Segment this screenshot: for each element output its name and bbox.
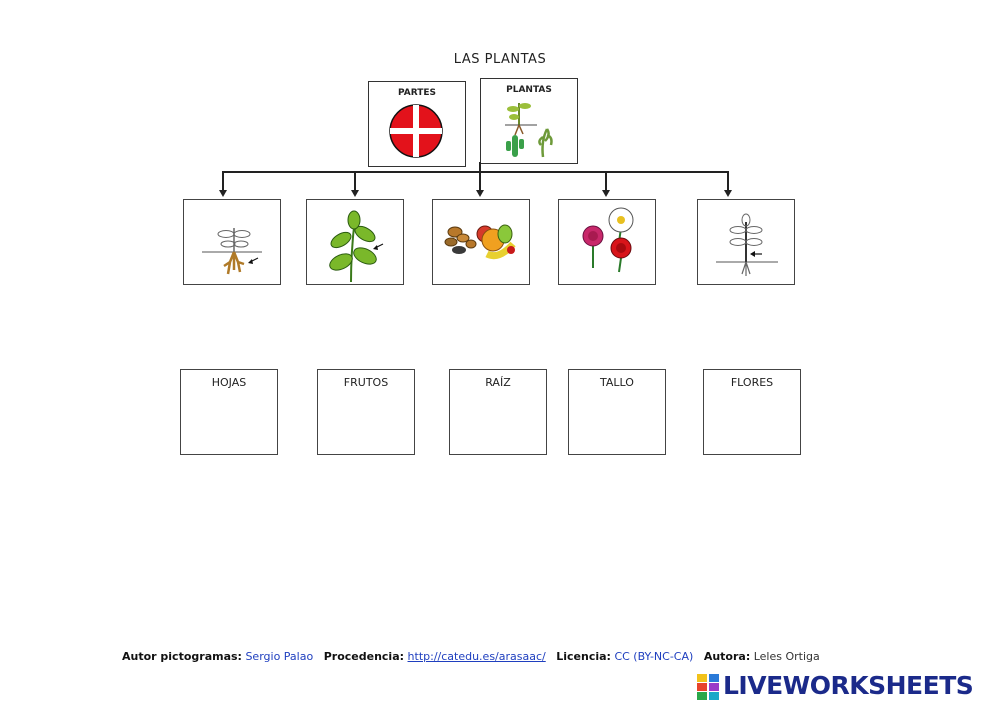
author-value: Sergio Palao (245, 650, 314, 663)
flowers-icon (582, 207, 634, 273)
arrow-head (602, 190, 610, 197)
credits-footer: Autor pictogramas: Sergio Palao Proceden… (122, 650, 820, 663)
flowers-pictogram[interactable] (558, 199, 656, 285)
answer-label: RAÍZ (485, 376, 511, 389)
live-badge-icon (697, 674, 719, 700)
leaf-pictogram[interactable] (306, 199, 404, 285)
answer-label: FRUTOS (343, 376, 389, 389)
page-title: LAS PLANTAS (453, 52, 547, 67)
connector-drop (727, 171, 729, 191)
connector-drop (354, 171, 356, 191)
fruits-pictogram[interactable] (432, 199, 530, 285)
brand-text: LIVEWORKSHEETS (723, 671, 974, 700)
partes-card: PARTES (368, 81, 466, 167)
answer-box-raiz[interactable]: RAÍZ (449, 369, 547, 455)
answer-label: TALLO (600, 376, 634, 389)
plantas-card: PLANTAS (480, 78, 578, 164)
arrow-head (724, 190, 732, 197)
arrow-head (219, 190, 227, 197)
parts-circle-icon (389, 104, 443, 158)
license-value: CC (BY-NC-CA) (614, 650, 694, 663)
root-pictogram[interactable] (183, 199, 281, 285)
arrow-head (476, 190, 484, 197)
connector-drop (605, 171, 607, 191)
partes-label: PARTES (397, 88, 437, 98)
authora-label: Autora: (703, 650, 751, 663)
author-label: Autor pictogramas: (122, 650, 242, 663)
connector-drop (222, 171, 224, 191)
authora-value: Leles Ortiga (753, 650, 820, 663)
answer-box-frutos[interactable]: FRUTOS (317, 369, 415, 455)
source-link[interactable]: http://catedu.es/arasaac/ (407, 650, 546, 663)
arrow-head (351, 190, 359, 197)
license-label: Licencia: (556, 650, 611, 663)
liveworksheets-logo: LIVEWORKSHEETS (697, 672, 997, 700)
answer-box-tallo[interactable]: TALLO (568, 369, 666, 455)
connector-drop (479, 171, 481, 191)
plants-icon (505, 103, 553, 158)
plant-root-icon (202, 228, 262, 275)
plant-leaf-icon (329, 210, 384, 283)
answer-box-flores[interactable]: FLORES (703, 369, 801, 455)
stem-pictogram[interactable] (697, 199, 795, 285)
answer-label: FLORES (730, 376, 774, 389)
connector-vertical-top (479, 162, 481, 171)
connector-horizontal (222, 171, 728, 173)
plantas-label: PLANTAS (506, 85, 552, 95)
fruits-icon (444, 224, 516, 260)
source-label: Procedencia: (323, 650, 405, 663)
plant-stem-icon (716, 213, 778, 276)
answer-box-hojas[interactable]: HOJAS (180, 369, 278, 455)
answer-label: HOJAS (211, 376, 247, 389)
